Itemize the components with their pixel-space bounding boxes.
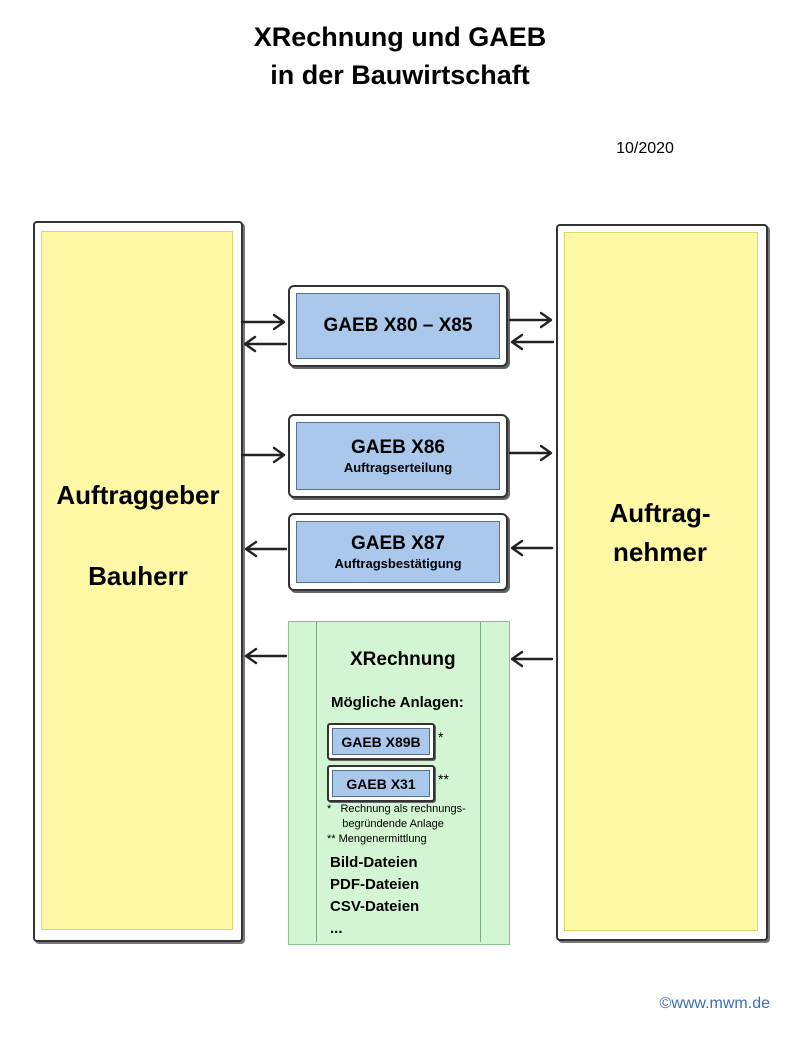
gaeb-x89b-label: GAEB X89B [341,733,421,750]
diagram-subtitle: in der Bauwirtschaft [270,60,530,90]
gaeb-x80-x85-box: GAEB X80 – X85 [288,285,508,367]
date-label: 10/2020 [616,140,674,157]
arrow-left-icon [510,539,554,557]
file-type-csv: CSV-Dateien [330,898,420,915]
arrow-left-icon [244,647,288,665]
gaeb-x80-x85-label: GAEB X80 – X85 [323,315,473,336]
arrow-left-icon [243,335,288,353]
contractor-column-fill [564,232,758,931]
gaeb-x86-box: GAEB X86 Auftragserteilung [288,414,508,498]
client-column-fill [41,231,233,930]
xrechnung-divider-left [316,622,317,942]
gaeb-x31-label: GAEB X31 [346,775,416,792]
footnote-1-line2: begründende Anlage [327,818,444,830]
gaeb-x89b-attachment: GAEB X89B [327,723,435,760]
gaeb-x87-box: GAEB X87 Auftragsbestätigung [288,513,508,591]
gaeb-x31-attachment: GAEB X31 [327,765,435,802]
gaeb-x80-x85-fill: GAEB X80 – X85 [296,293,500,359]
client-column [33,221,243,942]
gaeb-x86-label: GAEB X86 [351,437,445,458]
gaeb-x87-sublabel: Auftragsbestätigung [334,556,462,571]
gaeb-x31-footnote-mark: ** [438,771,449,787]
diagram-title: XRechnung und GAEB [253,22,547,52]
arrow-left-icon [510,650,554,668]
client-sublabel: Bauherr [88,561,188,591]
attachments-label: Mögliche Anlagen: [331,694,464,711]
gaeb-x87-label: GAEB X87 [351,533,445,554]
contractor-column [556,224,768,941]
arrow-right-icon [240,313,286,331]
xrechnung-divider-right [480,622,481,942]
gaeb-x86-fill: GAEB X86 Auftragserteilung [296,422,500,490]
arrow-right-icon [508,311,553,329]
gaeb-x89b-fill: GAEB X89B [332,728,430,755]
copyright-footer: ©www.mwm.de [659,995,770,1012]
gaeb-x86-sublabel: Auftragserteilung [343,460,453,475]
xrechnung-title: XRechnung [350,649,456,670]
arrow-left-icon [510,333,555,351]
arrow-right-icon [240,446,286,464]
gaeb-x89b-footnote-mark: * [438,729,444,745]
arrow-right-icon [508,444,553,462]
footnote-1-line1: * Rechnung als rechnungs- [327,803,466,815]
file-type-more: ... [330,920,343,937]
client-label: Auftraggeber [56,480,220,510]
footnote-2: ** Mengenermittlung [327,833,427,845]
gaeb-x87-fill: GAEB X87 Auftragsbestätigung [296,521,500,583]
arrow-left-icon [244,540,288,558]
file-type-pdf: PDF-Dateien [330,876,420,893]
gaeb-x31-fill: GAEB X31 [332,770,430,797]
contractor-label-line1: Auftrag- [609,498,711,528]
contractor-label-line2: nehmer [613,537,707,567]
file-type-image: Bild-Dateien [330,854,418,871]
